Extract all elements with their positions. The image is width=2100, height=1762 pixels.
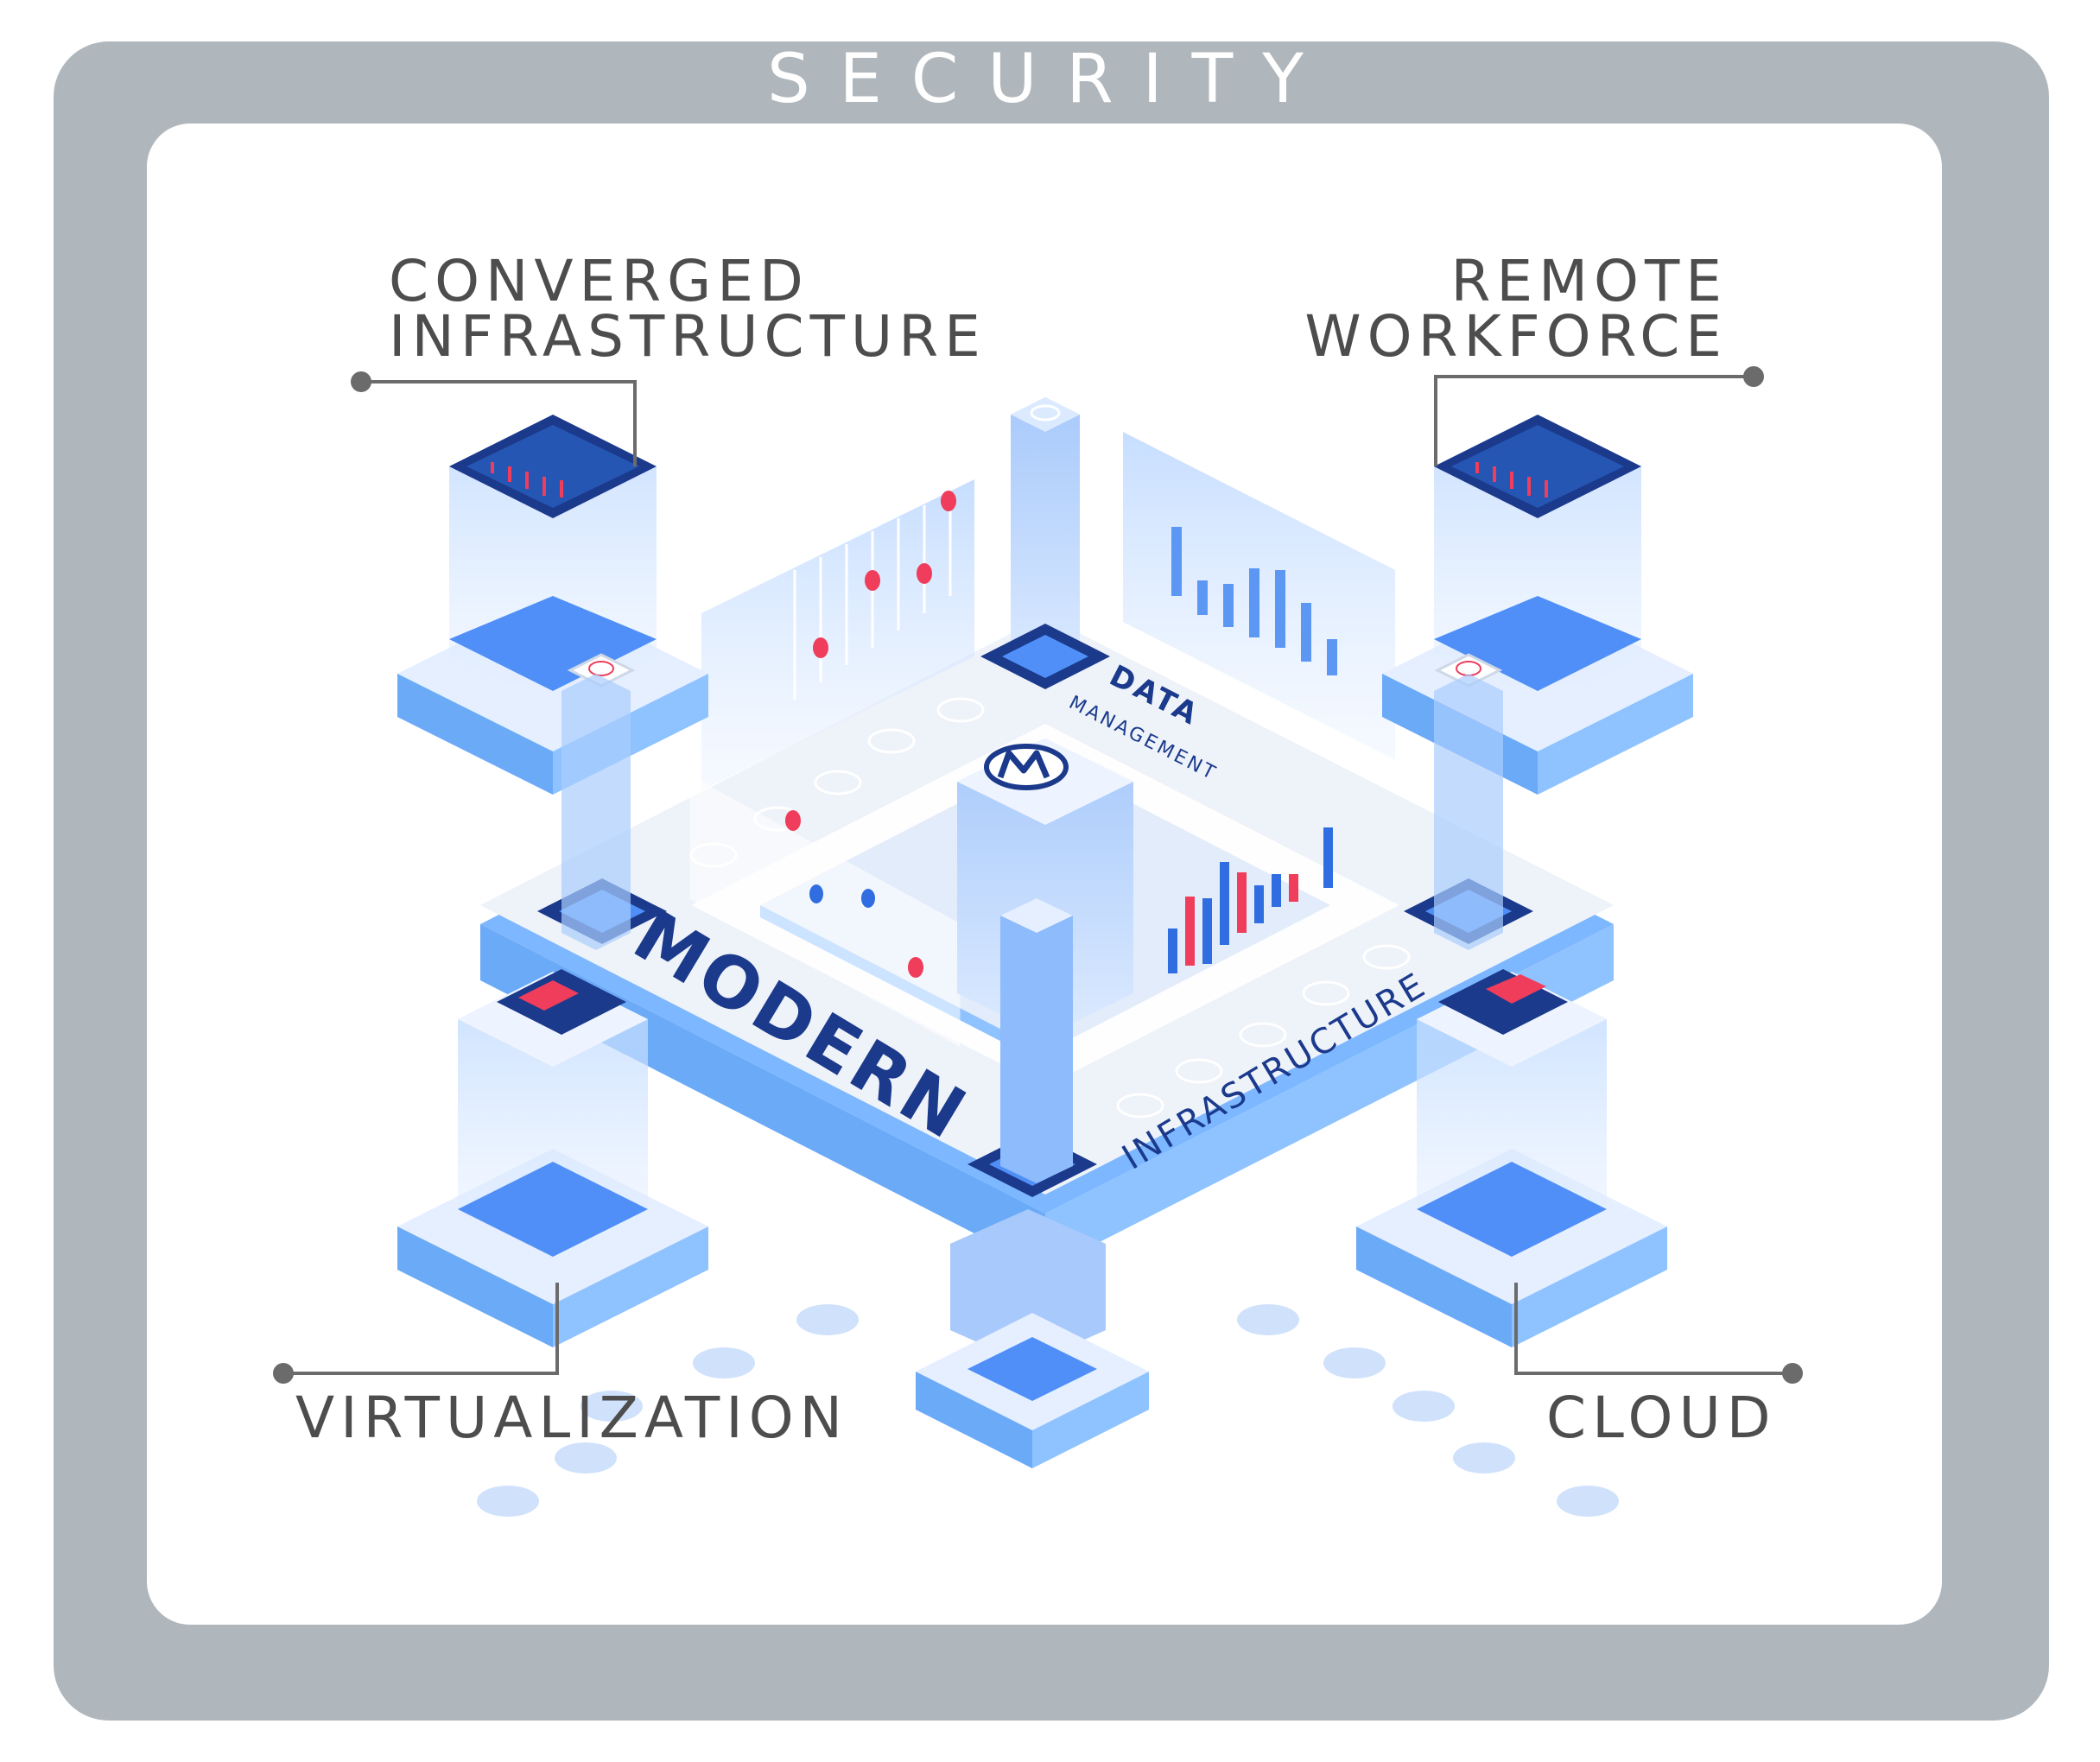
label-line: REMOTE	[1450, 248, 1728, 314]
center-bar-chart	[1168, 827, 1333, 973]
frame-title: SECURITY	[767, 41, 1333, 118]
label-cloud: CLOUD	[1546, 1385, 1777, 1451]
label-virtualization: VIRTUALIZATION	[295, 1385, 849, 1451]
server-tower-icon	[397, 415, 708, 950]
label-converged-infrastructure: CONVERGED INFRASTRUCTURE	[389, 253, 987, 365]
bottom-base	[916, 1313, 1149, 1468]
label-remote-workforce: REMOTE WORKFORCE	[1287, 253, 1728, 365]
m-logo-icon	[984, 744, 1069, 790]
server-tower-icon	[1356, 969, 1667, 1347]
dashboard-screen-icon	[1438, 969, 1568, 1035]
leader-dots	[273, 366, 1803, 1384]
label-line: CONVERGED	[389, 248, 809, 314]
floor-dots	[477, 1304, 1619, 1517]
label-line: WORKFORCE	[1304, 303, 1728, 370]
center-scatter-panel	[689, 775, 961, 1048]
server-tower-icon	[397, 969, 708, 1347]
leader-lines	[283, 375, 1792, 1375]
server-tower-icon	[1382, 415, 1693, 950]
label-line: INFRASTRUCTURE	[389, 303, 987, 370]
bar-panel	[1123, 432, 1395, 760]
center-pillar-front	[950, 898, 1106, 1365]
scatter-panel	[701, 479, 974, 790]
center-pillar-back	[1011, 397, 1080, 674]
dashboard-screen-icon	[497, 969, 626, 1035]
